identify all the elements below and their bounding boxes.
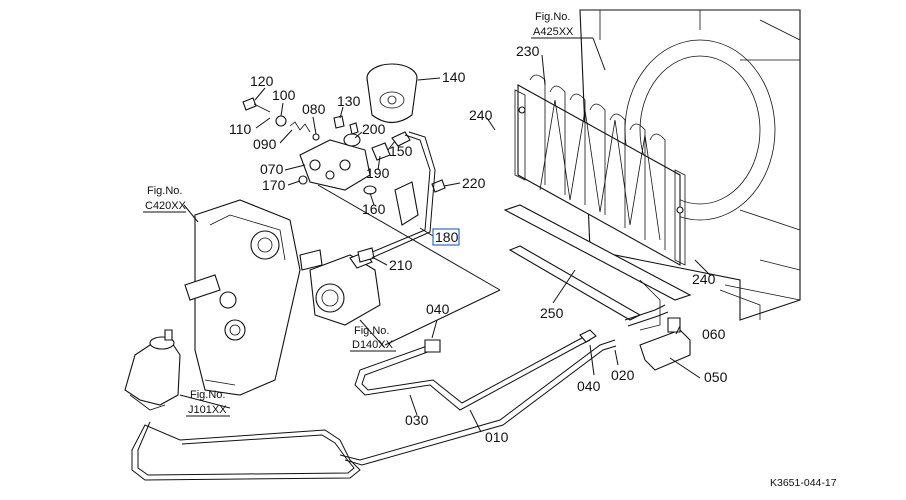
hydraulic-pump: [309, 251, 381, 326]
part-label-010[interactable]: 010: [485, 429, 509, 445]
part-label-220[interactable]: 220: [462, 175, 486, 191]
figref-j101-line1[interactable]: Fig.No.: [190, 389, 225, 401]
hydraulic-pipes: [131, 304, 669, 481]
oil-cooler: [514, 74, 686, 266]
part-label-180[interactable]: 180: [435, 229, 459, 245]
figref-d140-line1[interactable]: Fig.No.: [354, 325, 389, 337]
part-label-100[interactable]: 100: [272, 87, 296, 103]
leader-lines: [179, 37, 711, 433]
part-label-230[interactable]: 230: [516, 43, 540, 59]
figref-a425-line1[interactable]: Fig.No.: [535, 11, 570, 23]
figref-d140-line2[interactable]: D140XX: [352, 339, 394, 351]
part-label-140[interactable]: 140: [442, 69, 466, 85]
figref-a425-line2[interactable]: A425XX: [533, 26, 574, 38]
bracket-250: [503, 204, 692, 331]
part-label-130[interactable]: 130: [337, 93, 361, 109]
part-label-040-right[interactable]: 040: [577, 378, 601, 394]
part-label-250[interactable]: 250: [540, 305, 564, 321]
part-label-050[interactable]: 050: [704, 369, 728, 385]
transmission-case: [184, 199, 323, 396]
figref-c420-line2[interactable]: C420XX: [145, 200, 187, 212]
part-label-060[interactable]: 060: [702, 326, 726, 342]
figure-references: Fig.No. A425XX Fig.No. C420XX Fig.No. D1…: [143, 11, 578, 417]
part-label-200[interactable]: 200: [362, 121, 386, 137]
figref-c420-line1[interactable]: Fig.No.: [147, 185, 182, 197]
part-label-210[interactable]: 210: [389, 257, 413, 273]
part-label-170[interactable]: 170: [262, 177, 286, 193]
part-label-020[interactable]: 020: [611, 367, 635, 383]
part-label-030[interactable]: 030: [405, 412, 429, 428]
part-label-070[interactable]: 070: [260, 161, 284, 177]
pipe-180: [364, 131, 436, 261]
diagram-code: K3651-044-17: [770, 477, 837, 489]
part-label-190[interactable]: 190: [366, 165, 390, 181]
figref-j101-line2[interactable]: J101XX: [188, 404, 227, 416]
part-label-110[interactable]: 110: [229, 121, 252, 137]
part-label-040-left[interactable]: 040: [426, 301, 450, 317]
oil-filter: [366, 63, 418, 124]
part-label-090[interactable]: 090: [253, 136, 277, 152]
bracket-050: [639, 317, 691, 371]
part-label-120[interactable]: 120: [250, 73, 274, 89]
part-label-150[interactable]: 150: [389, 143, 413, 159]
part-label-240-top[interactable]: 240: [469, 107, 493, 123]
fitting-210: [357, 247, 375, 263]
motor: [124, 329, 181, 411]
small-fittings: [242, 97, 446, 195]
highlight-box-180: [432, 228, 460, 246]
part-label-240-bottom[interactable]: 240: [692, 271, 716, 287]
part-label-160[interactable]: 160: [362, 201, 386, 217]
filter-head: [299, 139, 371, 191]
part-labels: 120 100 110 090 080 130 140 200 150 190 …: [229, 43, 728, 445]
part-label-080[interactable]: 080: [302, 101, 326, 117]
